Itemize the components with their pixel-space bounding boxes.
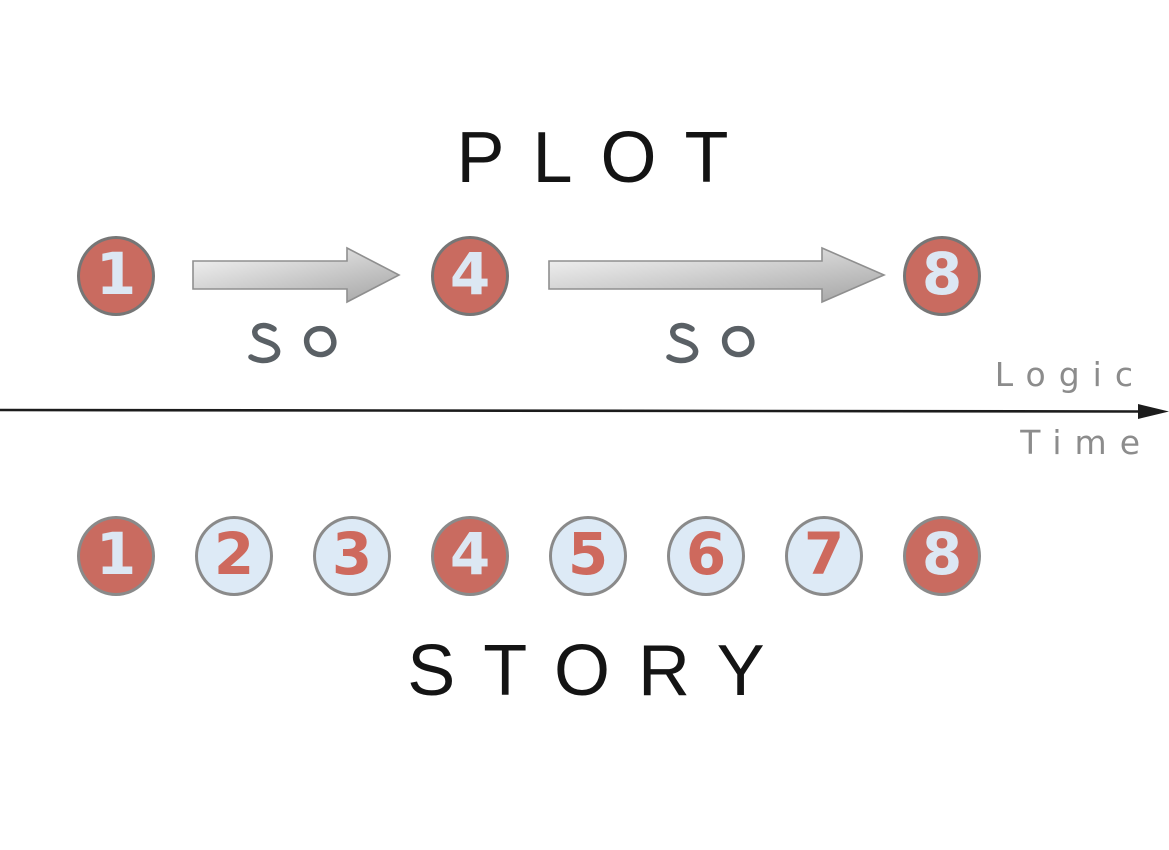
logic-time-axis (0, 404, 1169, 419)
plot-node-8-label: 8 (921, 240, 963, 308)
plot-node-4-label: 4 (449, 240, 491, 308)
axis-label-logic: Logic (994, 355, 1146, 394)
story-node-8: 8 (903, 516, 981, 596)
story-node-5: 5 (549, 516, 627, 596)
so-handwriting-icon (666, 322, 755, 364)
plot-node-1: 1 (77, 236, 155, 316)
story-node-4-label: 4 (449, 520, 491, 588)
story-node-2: 2 (195, 516, 273, 596)
story-node-5-label: 5 (567, 520, 609, 588)
story-node-2-label: 2 (213, 520, 255, 588)
axis-arrowhead-icon (1138, 404, 1169, 419)
story-node-7-label: 7 (803, 520, 845, 588)
story-title: STORY (407, 631, 793, 711)
axis-line (0, 408, 1142, 413)
so-label-2: so (666, 319, 762, 371)
causal-arrow-1-icon (192, 246, 401, 304)
story-node-4: 4 (431, 516, 509, 596)
so-handwriting-icon (248, 322, 337, 364)
story-node-1: 1 (77, 516, 155, 596)
story-node-3-label: 3 (331, 520, 373, 588)
axis-label-time: Time (1020, 423, 1153, 462)
plot-node-8: 8 (903, 236, 981, 316)
story-node-6: 6 (667, 516, 745, 596)
story-node-6-label: 6 (685, 520, 727, 588)
plot-node-4: 4 (431, 236, 509, 316)
so-label-1: so (248, 319, 344, 371)
plot-title: PLOT (456, 118, 757, 198)
causal-arrow-2-icon (548, 246, 886, 304)
story-node-7: 7 (785, 516, 863, 596)
story-node-1-label: 1 (95, 520, 137, 588)
story-node-8-label: 8 (921, 520, 963, 588)
story-node-3: 3 (313, 516, 391, 596)
plot-node-1-label: 1 (95, 240, 137, 308)
